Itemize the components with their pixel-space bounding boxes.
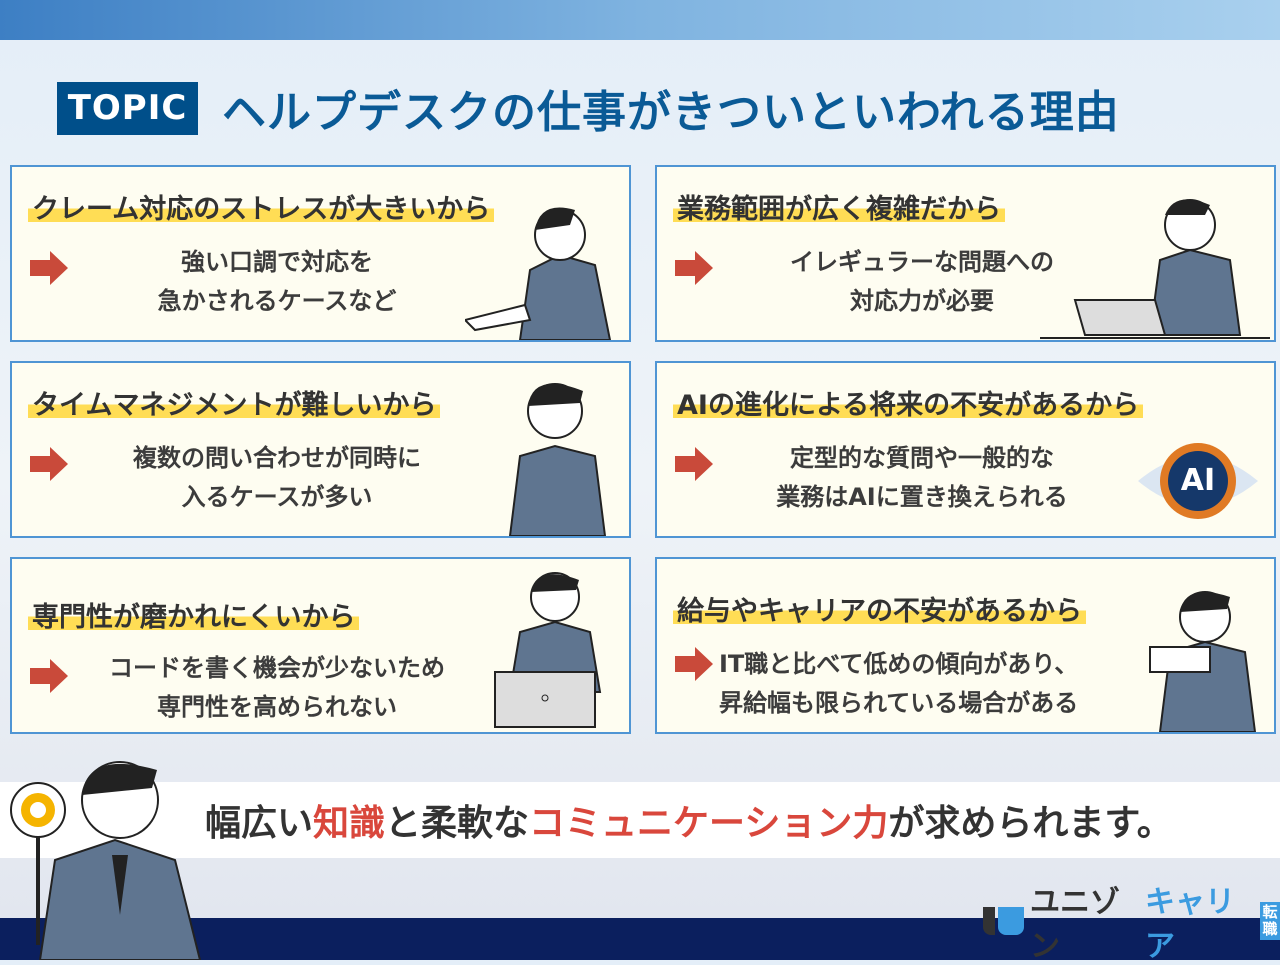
- logo-mark-icon: [983, 907, 1024, 935]
- top-decor-band: [0, 0, 1280, 40]
- arrow-right-icon: [675, 447, 713, 481]
- banner-text: が求められます。: [888, 803, 1173, 844]
- arrow-right-icon: [30, 251, 68, 285]
- logo-text-dark: ユニゾン: [1030, 885, 1120, 964]
- card-line: 定型的な質問や一般的な: [790, 444, 1054, 472]
- arrow-right-icon: [30, 659, 68, 693]
- logo-tag: 転職: [1260, 902, 1280, 940]
- card-heading: タイムマネジメントが難しいから: [28, 383, 441, 422]
- arrow-right-icon: [675, 647, 713, 681]
- card-line: 昇給幅も限られている場合がある: [719, 689, 1079, 717]
- card-line: IT職と比べて低めの傾向があり、: [719, 650, 1079, 678]
- card-line: イレギュラーな問題への: [790, 248, 1054, 276]
- businessman-thinking-laptop-illustration: [494, 572, 602, 728]
- businessman-laptop-troubled-illustration: [1040, 199, 1270, 339]
- card-heading: クレーム対応のストレスが大きいから: [28, 187, 495, 226]
- card-line: 専門性を高められない: [157, 693, 397, 721]
- reason-card-expertise: 専門性が磨かれにくいから コードを書く機会が少ないため専門性を高められない: [10, 557, 631, 734]
- arrow-right-icon: [675, 251, 713, 285]
- logo-text-blue: キャリア: [1145, 885, 1235, 964]
- card-line: 対応力が必要: [850, 287, 994, 315]
- banner-text: と柔軟な: [385, 803, 530, 844]
- ai-eye-icon: AI: [1136, 441, 1260, 521]
- reason-card-scope: 業務範囲が広く複雑だから イレギュラーな問題への対応力が必要: [655, 165, 1276, 342]
- bottom-decor-band: [0, 918, 1280, 960]
- conclusion-banner: 幅広い知識と柔軟なコミュニケーション力が求められます。: [0, 782, 1280, 858]
- topic-badge: TOPIC: [57, 81, 198, 135]
- page-title: ヘルプデスクの仕事がきついといわれる理由: [222, 87, 1120, 138]
- unison-career-logo: ユニゾンキャリア転職: [983, 877, 1280, 965]
- card-heading: 業務範囲が広く複雑だから: [673, 187, 1005, 226]
- page-header: TOPIC ヘルプデスクの仕事がきついといわれる理由: [57, 76, 1120, 140]
- arrow-right-icon: [30, 447, 68, 481]
- banner-text: 幅広い: [205, 803, 314, 844]
- card-heading: 給与やキャリアの不安があるから: [673, 589, 1086, 628]
- card-line: 業務はAIに置き換えられる: [776, 483, 1068, 511]
- banner-emphasis: 知識: [313, 803, 386, 844]
- card-line: コードを書く機会が少ないため: [109, 654, 445, 682]
- banner-emphasis: コミュニケーション力: [529, 803, 889, 844]
- card-line: 強い口調で対応を: [181, 248, 373, 276]
- reason-card-time: タイムマネジメントが難しいから 複数の問い合わせが同時に入るケースが多い: [10, 361, 631, 538]
- card-line: 入るケースが多い: [181, 483, 373, 511]
- card-heading: 専門性が磨かれにくいから: [28, 595, 360, 634]
- reason-card-complaints: クレーム対応のストレスが大きいから 強い口調で対応を急かされるケースなど: [10, 165, 631, 342]
- card-line: 急かされるケースなど: [157, 287, 397, 315]
- reason-card-ai: AIの進化による将来の不安があるから 定型的な質問や一般的な業務はAIに置き換え…: [655, 361, 1276, 538]
- reason-card-salary: 給与やキャリアの不安があるから IT職と比べて低めの傾向があり、昇給幅も限られて…: [655, 557, 1276, 734]
- businessman-payslip-illustration: [1149, 591, 1257, 732]
- card-line: 複数の問い合わせが同時に: [133, 444, 421, 472]
- businessman-phone-illustration: [465, 207, 612, 340]
- ai-icon-label: AI: [1180, 463, 1216, 498]
- presenter-with-sign-illustration: [10, 761, 202, 960]
- card-heading: AIの進化による将来の不安があるから: [673, 383, 1144, 422]
- businessman-watch-illustration: [508, 383, 607, 536]
